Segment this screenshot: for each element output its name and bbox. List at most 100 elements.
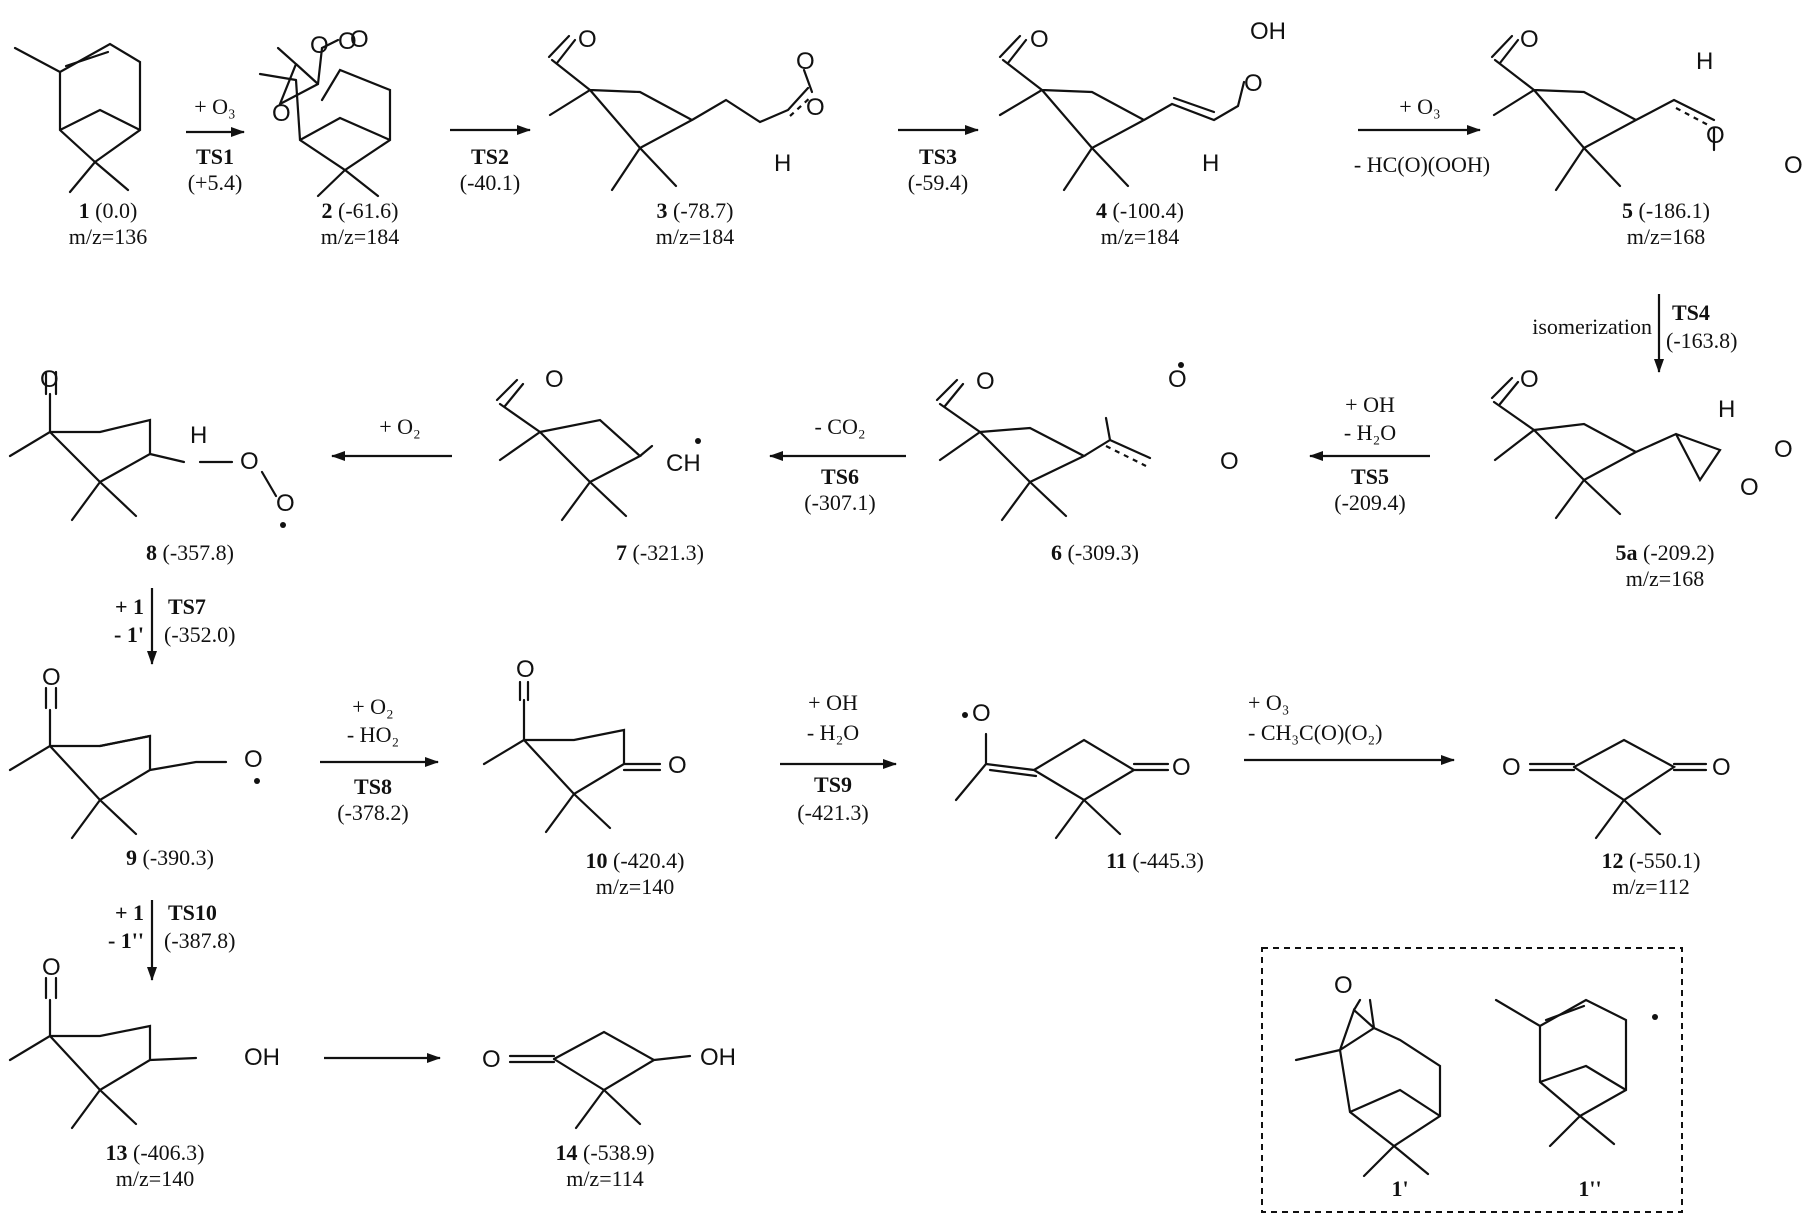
structure-5a: [1490, 376, 1722, 520]
compound-1-label: 1 (0.0): [78, 198, 138, 223]
compound-1-double-prime-label: 1'': [1578, 1176, 1602, 1201]
compound-4-label: 4 (-100.4): [1096, 198, 1184, 223]
atom-o-5b: O: [1706, 122, 1725, 149]
compound-1-prime-label: 1': [1391, 1176, 1409, 1201]
atom-o-7: O: [545, 366, 564, 393]
atom-o-8c: O: [276, 490, 295, 517]
step-2-ts: TS2: [471, 144, 509, 169]
compound-11-label: 11 (-445.3): [1106, 848, 1204, 873]
step-11-energy: (-421.3): [797, 800, 869, 825]
atom-o-5a-r1: O: [1774, 436, 1793, 463]
step-6-ts: TS5: [1351, 464, 1389, 489]
atom-h-3: H: [774, 150, 792, 177]
structure-9: [8, 686, 228, 840]
atom-h-5a: H: [1718, 396, 1736, 423]
compound-2-mz: m/z=184: [320, 224, 400, 249]
step-4-extra: - HC(O)(OOH): [1353, 152, 1491, 177]
step-5-ts: TS4: [1672, 300, 1710, 325]
atom-o-11b: O: [1172, 754, 1191, 781]
atom-h-4: H: [1202, 150, 1220, 177]
atom-o-5a: O: [1520, 26, 1539, 53]
atom-o-11a: O: [972, 700, 991, 727]
structure-2: [258, 38, 392, 198]
structure-14: [508, 1030, 692, 1130]
step-12-reagent: + O₃: [1248, 690, 1290, 715]
step-11-extra: - H₂O: [806, 720, 860, 745]
radical-dot-6: [1178, 362, 1184, 368]
step-3-ts: TS3: [919, 144, 957, 169]
atom-o-14: O: [482, 1046, 501, 1073]
atom-o-9b: O: [244, 746, 263, 773]
structure-1-double-prime: [1494, 998, 1628, 1148]
atom-o-5c: O: [1784, 152, 1803, 179]
step-3-energy: (-59.4): [907, 170, 969, 195]
atom-o-6b: O: [1168, 366, 1187, 393]
compound-14-mz: m/z=114: [566, 1166, 644, 1191]
atom-o-5a-ket: O: [1520, 366, 1539, 393]
step-11-ts: TS9: [814, 772, 852, 797]
structure-5: [1490, 34, 1716, 192]
compound-9-label: 9 (-390.3): [126, 845, 214, 870]
atom-h-5: H: [1696, 48, 1714, 75]
atom-o-13: O: [42, 954, 61, 981]
compound-5-mz: m/z=168: [1626, 224, 1706, 249]
atom-o-3b: O: [796, 48, 815, 75]
compound-3-mz: m/z=184: [655, 224, 735, 249]
compound-3-label: 3 (-78.7): [656, 198, 734, 223]
step-13-energy: (-387.8): [164, 928, 236, 953]
step-5-energy: (-163.8): [1666, 328, 1738, 353]
compound-5-label: 5 (-186.1): [1622, 198, 1710, 223]
inset-box: [1261, 947, 1683, 1213]
atom-oh-4: OH: [1250, 18, 1286, 45]
compound-10-label: 10 (-420.4): [585, 848, 685, 873]
structure-4: [998, 34, 1246, 192]
step-8-reagent: + O₂: [379, 414, 421, 439]
step-13-extra: - 1'': [107, 928, 144, 953]
step-1-ts: TS1: [196, 144, 234, 169]
atom-o-10a: O: [516, 656, 535, 683]
radical-dot-7: [695, 438, 701, 444]
atom-oh-13: OH: [244, 1044, 280, 1071]
step-9-reagent: + 1: [114, 594, 144, 619]
compound-12-mz: m/z=112: [1612, 874, 1690, 899]
atom-o-3a: O: [578, 26, 597, 53]
compound-8-label: 8 (-357.8): [146, 540, 234, 565]
step-4-reagent: + O₃: [1399, 94, 1441, 119]
atom-h-8: H: [190, 422, 208, 449]
structure-3: [547, 34, 814, 192]
step-7-reagent: - CO₂: [814, 414, 866, 439]
compound-7-label: 7 (-321.3): [616, 540, 704, 565]
compound-12-label: 12 (-550.1): [1601, 848, 1701, 873]
atom-o-3c: O: [806, 94, 825, 121]
compound-4-mz: m/z=184: [1100, 224, 1180, 249]
atom-o-2d: O: [350, 26, 369, 53]
step-6-extra: - H₂O: [1343, 420, 1397, 445]
compound-13-label: 13 (-406.3): [105, 1140, 205, 1165]
step-9-extra: - 1': [114, 622, 144, 647]
structure-1-prime: [1294, 998, 1442, 1178]
compound-5a-label: 5a (-209.2): [1615, 540, 1715, 565]
radical-dot-8: [280, 522, 286, 528]
atom-o-12b: O: [1712, 754, 1731, 781]
compound-2-label: 2 (-61.6): [321, 198, 399, 223]
atom-o-8b: O: [240, 448, 259, 475]
structure-11: [954, 732, 1170, 840]
atom-oh-14: OH: [700, 1044, 736, 1071]
structure-10: [482, 680, 662, 834]
compound-10-mz: m/z=140: [595, 874, 675, 899]
structure-6: [935, 378, 1152, 522]
atom-o-10b: O: [668, 752, 687, 779]
atom-o-2a: O: [310, 32, 329, 59]
step-12-extra: - CH₃C(O)(O₂): [1248, 720, 1383, 745]
atom-o-6c: O: [1220, 448, 1239, 475]
step-9-ts: TS7: [168, 594, 206, 619]
atom-o-2b: O: [338, 28, 357, 55]
step-13-ts: TS10: [168, 900, 217, 925]
step-10-ts: TS8: [354, 774, 392, 799]
atom-o-2c: O: [272, 100, 291, 127]
compound-13-mz: m/z=140: [115, 1166, 195, 1191]
atom-o-4b: O: [1244, 70, 1263, 97]
step-7-ts: TS6: [821, 464, 859, 489]
